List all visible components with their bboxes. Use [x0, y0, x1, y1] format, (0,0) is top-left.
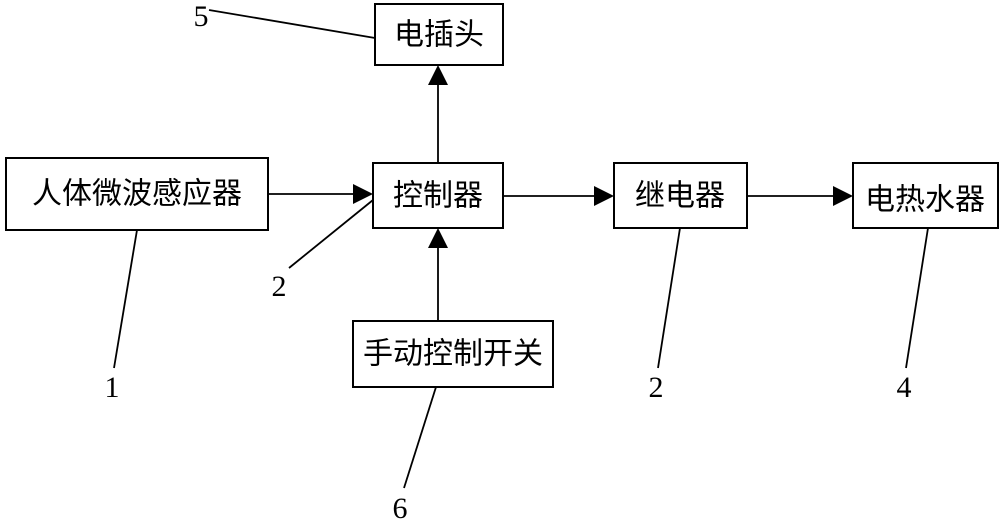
block-heater: 电热水器 [852, 162, 999, 229]
leader-line-switch [403, 386, 437, 489]
arrow-sensor-to-controller [268, 184, 373, 204]
ref-numeral-relay: 2 [649, 371, 664, 404]
block-relay-label: 继电器 [635, 179, 725, 214]
arrow-switch-to-controller [428, 228, 448, 321]
ref-numeral-controller: 2 [272, 270, 287, 303]
leader-line-relay [657, 227, 681, 369]
block-plug: 电插头 [374, 3, 504, 66]
block-manual-switch: 手动控制开关 [352, 320, 554, 388]
block-sensor-label: 人体微波感应器 [32, 177, 242, 212]
ref-numeral-sensor: 1 [105, 371, 120, 404]
leader-line-heater [905, 227, 929, 369]
arrow-controller-to-plug [428, 65, 448, 163]
block-sensor: 人体微波感应器 [5, 157, 269, 231]
arrow-relay-to-heater [747, 186, 853, 206]
ref-numeral-switch: 6 [393, 492, 408, 524]
block-plug-label: 电插头 [394, 18, 484, 53]
leader-line-sensor [113, 229, 138, 369]
ref-numeral-plug: 5 [194, 0, 209, 33]
ref-numeral-heater: 4 [897, 371, 912, 404]
arrow-controller-to-relay [503, 186, 614, 206]
block-controller-label: 控制器 [393, 179, 483, 214]
block-heater-label: 电热水器 [865, 183, 985, 218]
leader-line-controller [288, 199, 374, 269]
block-manual-switch-label: 手动控制开关 [363, 337, 543, 372]
block-controller: 控制器 [372, 162, 504, 229]
block-relay: 继电器 [613, 162, 748, 229]
leader-line-plug [208, 9, 376, 39]
